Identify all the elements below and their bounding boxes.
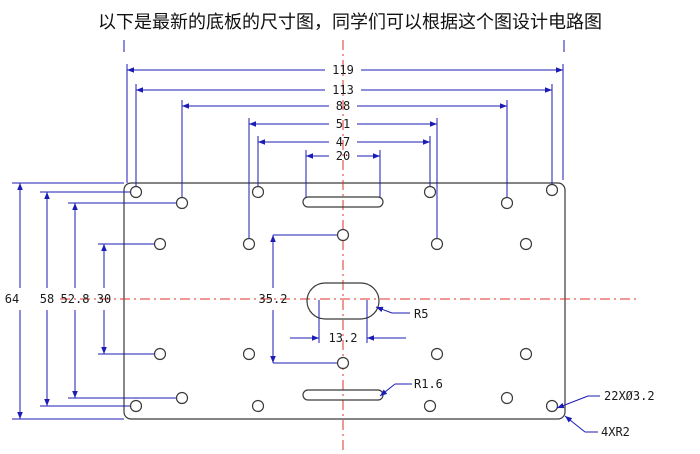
horizontal-dimension-lines	[127, 67, 563, 159]
dimension-58: 58	[40, 292, 54, 306]
vertical-extension-lines	[123, 40, 565, 240]
note-r5: R5	[414, 307, 428, 321]
top-slot	[302, 196, 384, 208]
dimension-64: 64	[5, 292, 19, 306]
note-holes: 22XØ3.2	[604, 389, 655, 403]
dimension-35-2: 35.2	[259, 292, 288, 306]
page-title: 以下是最新的底板的尺寸图，同学们可以根据这个图设计电路图	[98, 12, 602, 33]
mounting-holes	[129, 183, 559, 413]
vertical-dimension-lines	[17, 183, 343, 419]
center-slot	[306, 282, 380, 320]
dimension-13-2: 13.2	[329, 331, 358, 345]
dimension-51: 51	[336, 117, 350, 131]
dimension-47: 47	[336, 135, 350, 149]
leader-lines	[375, 306, 600, 433]
dimension-52-8: 52.8	[61, 292, 90, 306]
slot-width-dimension	[290, 300, 406, 343]
dimension-113: 113	[332, 83, 354, 97]
note-r1-6: R1.6	[414, 377, 443, 391]
dimension-119: 119	[332, 63, 354, 77]
dimension-20: 20	[336, 149, 350, 163]
note-corners: 4XR2	[601, 425, 630, 439]
plate-outline	[123, 182, 566, 420]
dimension-30: 30	[97, 292, 111, 306]
dimension-88: 88	[336, 99, 350, 113]
horizontal-extension-lines	[12, 182, 182, 420]
